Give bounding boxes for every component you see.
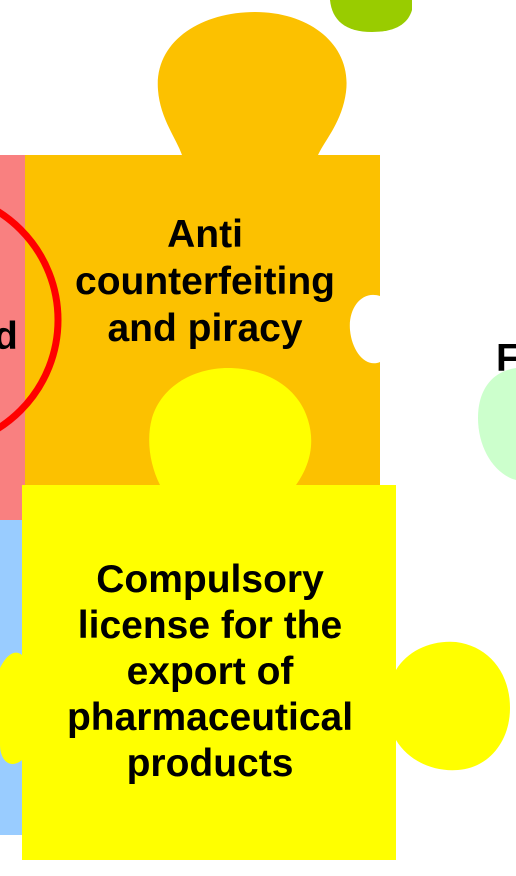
compulsory-license-line-4: pharmaceutical <box>66 696 354 740</box>
anti-counterfeiting-piece <box>25 12 380 512</box>
left-piece-partial-label: d <box>0 315 18 358</box>
compulsory-license-line-5: products <box>126 742 294 786</box>
compulsory-license-piece <box>0 368 510 860</box>
compulsory-license-line-3: export of <box>126 650 294 694</box>
anti-counterfeiting-label: Anti counterfeiting and piracy <box>35 212 375 352</box>
anti-counterfeiting-line-3: and piracy <box>107 306 303 350</box>
compulsory-license-label: Compulsory license for the export of pha… <box>20 557 400 787</box>
anti-counterfeiting-line-1: Anti <box>167 213 243 256</box>
right-green-piece <box>478 368 516 480</box>
anti-counterfeiting-line-2: counterfeiting <box>75 259 335 303</box>
red-circle-highlight <box>0 208 62 432</box>
right-piece-partial-label: F <box>496 337 516 380</box>
top-green-piece <box>330 0 412 32</box>
compulsory-license-line-1: Compulsory <box>96 558 324 601</box>
compulsory-license-line-2: license for the <box>77 604 343 648</box>
